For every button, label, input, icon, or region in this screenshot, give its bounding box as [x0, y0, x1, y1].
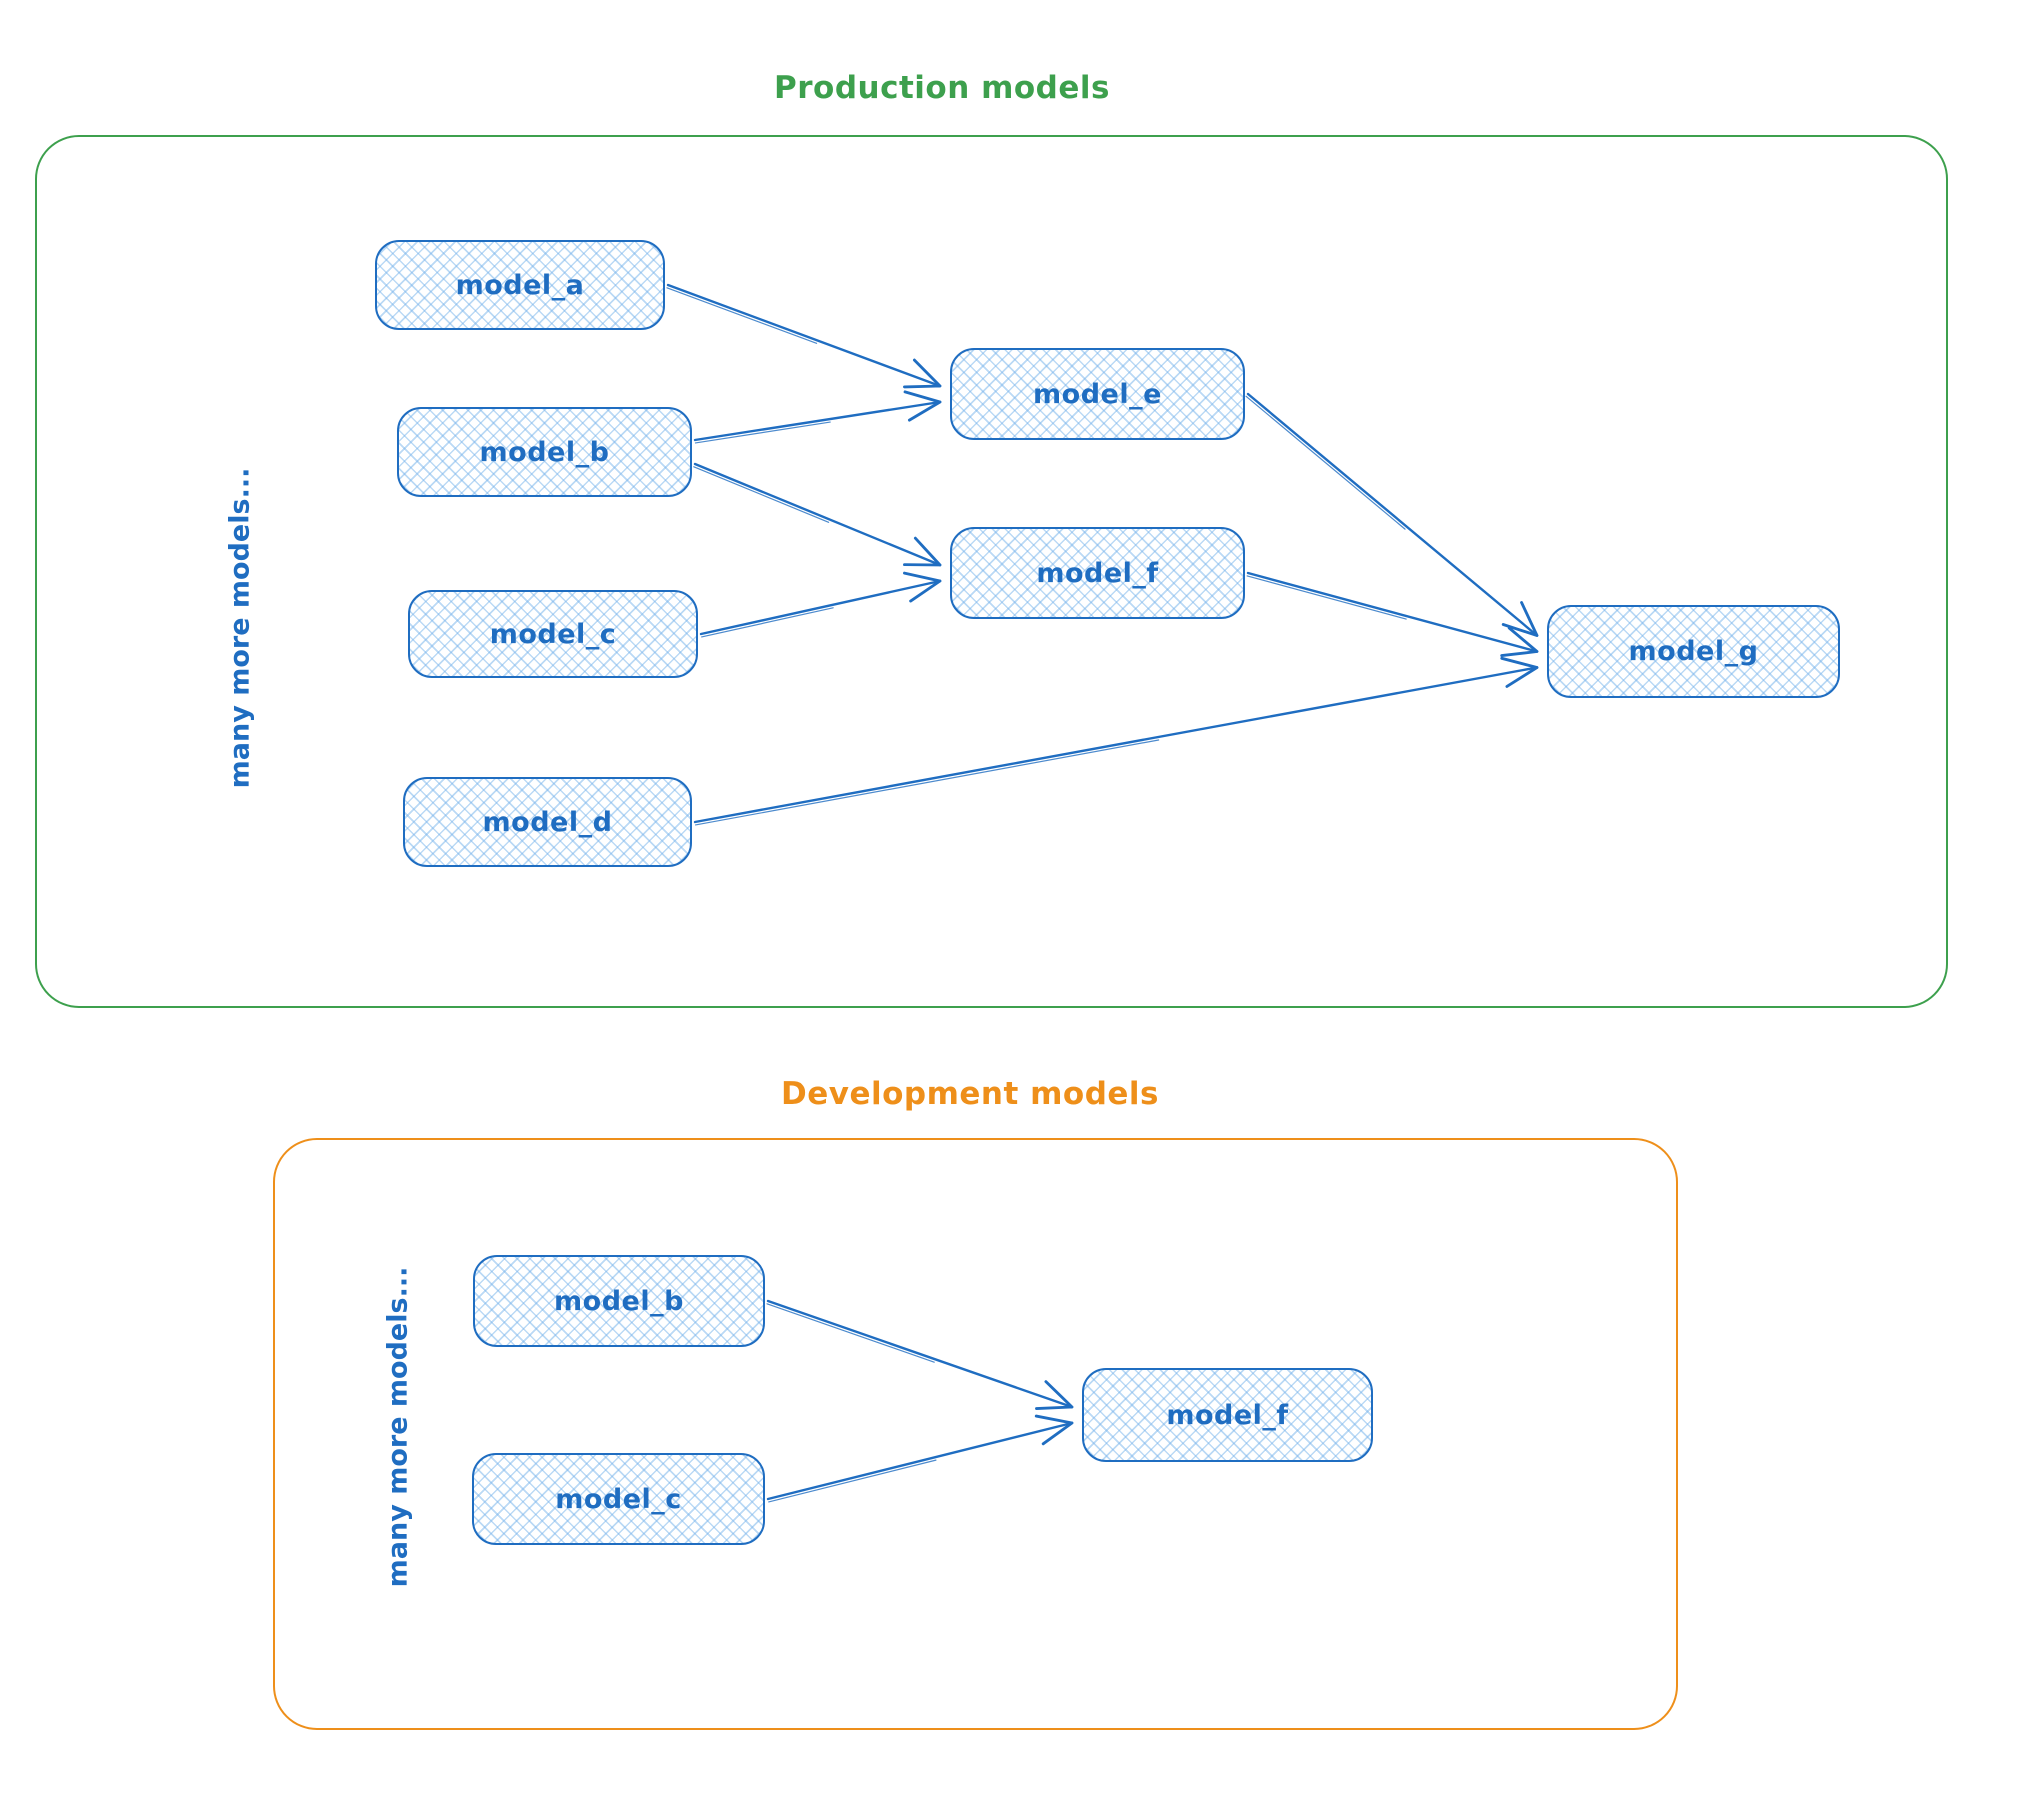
development-node-model_b: model_b	[473, 1255, 765, 1347]
development-node-model_c: model_c	[472, 1453, 765, 1545]
development-node-model_f: model_f	[1082, 1368, 1373, 1462]
development-node-model_b-label: model_b	[554, 1285, 684, 1317]
production-node-model_b: model_b	[397, 407, 692, 497]
production-node-model_b-label: model_b	[479, 436, 610, 468]
production-side-label: many more models...	[224, 467, 256, 789]
production-node-model_g: model_g	[1547, 605, 1840, 698]
production-node-model_d: model_d	[403, 777, 692, 867]
production-node-model_e: model_e	[950, 348, 1245, 440]
production-node-model_a: model_a	[375, 240, 665, 330]
production-container	[35, 135, 1948, 1008]
production-node-model_d-label: model_d	[482, 806, 613, 838]
production-node-model_e-label: model_e	[1033, 378, 1162, 410]
development-node-model_c-label: model_c	[555, 1483, 682, 1515]
production-node-model_f: model_f	[950, 527, 1245, 619]
production-title: Production models	[774, 70, 1110, 106]
production-node-model_c-label: model_c	[489, 618, 617, 650]
production-node-model_f-label: model_f	[1036, 557, 1159, 589]
development-side-label: many more models...	[382, 1266, 414, 1588]
production-node-model_c: model_c	[408, 590, 698, 678]
development-title: Development models	[780, 1076, 1160, 1112]
development-container	[273, 1138, 1678, 1730]
production-node-model_a-label: model_a	[455, 269, 585, 301]
production-node-model_g-label: model_g	[1628, 636, 1759, 667]
development-node-model_f-label: model_f	[1166, 1399, 1289, 1431]
